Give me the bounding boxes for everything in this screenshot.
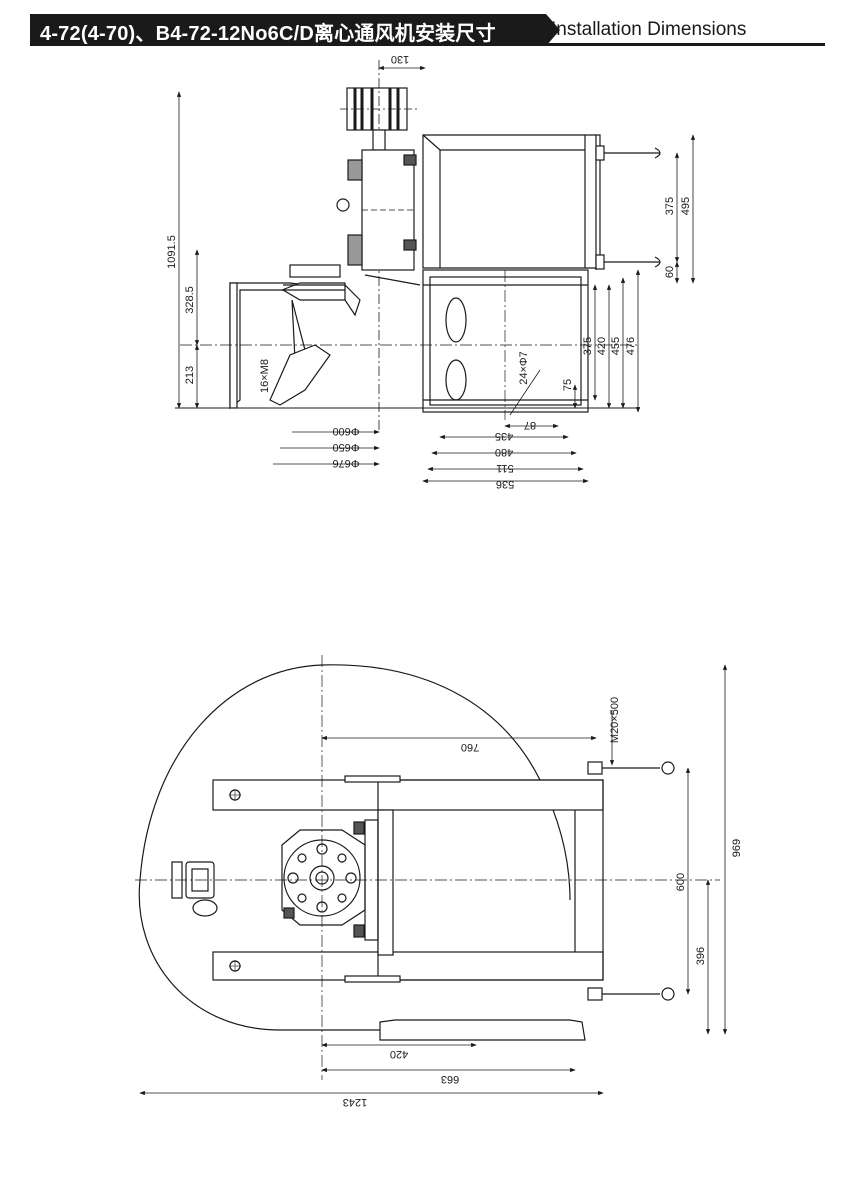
dim-phi650: Φ650 bbox=[332, 441, 359, 453]
dim-600: 600 bbox=[675, 873, 687, 891]
dim-phi600: Φ600 bbox=[332, 425, 359, 437]
dim-87: 87 bbox=[524, 419, 536, 431]
dim-bolts: 16×M8 bbox=[259, 359, 271, 393]
dim-1243: 1243 bbox=[343, 1096, 367, 1108]
dim-holes: 24×Φ7 bbox=[518, 351, 530, 385]
dim-511: 511 bbox=[496, 462, 514, 474]
title-chinese: 4-72(4-70)、B4-72-12No6C/D离心通风机安装尺寸 bbox=[40, 23, 496, 45]
side-view bbox=[175, 60, 661, 430]
plan-dimension-texts: 760 M20×500 600 396 969 420 663 1243 bbox=[343, 697, 743, 1108]
header-bar: 4-72(4-70)、B4-72-12No6C/D离心通风机安装尺寸 Insta… bbox=[10, 14, 825, 48]
dim-phi676: Φ676 bbox=[332, 457, 359, 469]
bearing-housing bbox=[336, 149, 417, 271]
outlet-nozzle bbox=[379, 1019, 586, 1041]
dim-495: 495 bbox=[680, 197, 692, 215]
motor-frame bbox=[422, 134, 601, 270]
motor-box bbox=[171, 861, 218, 917]
title-english: Installation Dimensions bbox=[551, 19, 747, 40]
dim-75: 75 bbox=[562, 379, 574, 391]
inlet-flange bbox=[281, 819, 379, 941]
hook-bolts-plan bbox=[587, 761, 675, 1001]
dim-536: 536 bbox=[496, 478, 514, 490]
base-frame bbox=[212, 775, 604, 983]
dim-213: 213 bbox=[184, 366, 196, 384]
dim-455: 455 bbox=[610, 337, 622, 355]
header-underline bbox=[540, 43, 825, 46]
dim-969: 969 bbox=[731, 839, 743, 857]
dim-m20: M20×500 bbox=[609, 697, 621, 743]
side-centerlines bbox=[180, 270, 640, 420]
plan-dimension-lines bbox=[139, 664, 728, 1096]
dim-130: 130 bbox=[391, 53, 409, 65]
dim-663: 663 bbox=[441, 1073, 459, 1085]
side-dimension-texts: 130 1091.5 328.5 213 375 495 60 375 420 … bbox=[166, 53, 692, 490]
dim-760: 760 bbox=[461, 741, 479, 753]
pulley bbox=[340, 87, 420, 131]
dim-420-plan: 420 bbox=[390, 1048, 408, 1060]
dim-476: 476 bbox=[625, 337, 637, 355]
dim-396: 396 bbox=[695, 947, 707, 965]
dim-480: 480 bbox=[495, 446, 513, 458]
plan-centerlines bbox=[135, 655, 720, 1080]
dim-435: 435 bbox=[495, 430, 513, 442]
header-dark-band bbox=[30, 14, 560, 46]
hook-bolts bbox=[595, 145, 661, 270]
dim-375-right: 375 bbox=[582, 337, 594, 355]
dim-1091-5: 1091.5 bbox=[166, 235, 178, 269]
dim-60: 60 bbox=[664, 266, 676, 278]
side-dimension-lines bbox=[176, 65, 696, 484]
dim-375-top: 375 bbox=[664, 197, 676, 215]
dim-328-5: 328.5 bbox=[184, 286, 196, 314]
outlet-flange bbox=[422, 269, 589, 413]
fan-casing bbox=[229, 264, 421, 410]
plan-view bbox=[138, 664, 675, 1041]
dim-420: 420 bbox=[596, 337, 608, 355]
